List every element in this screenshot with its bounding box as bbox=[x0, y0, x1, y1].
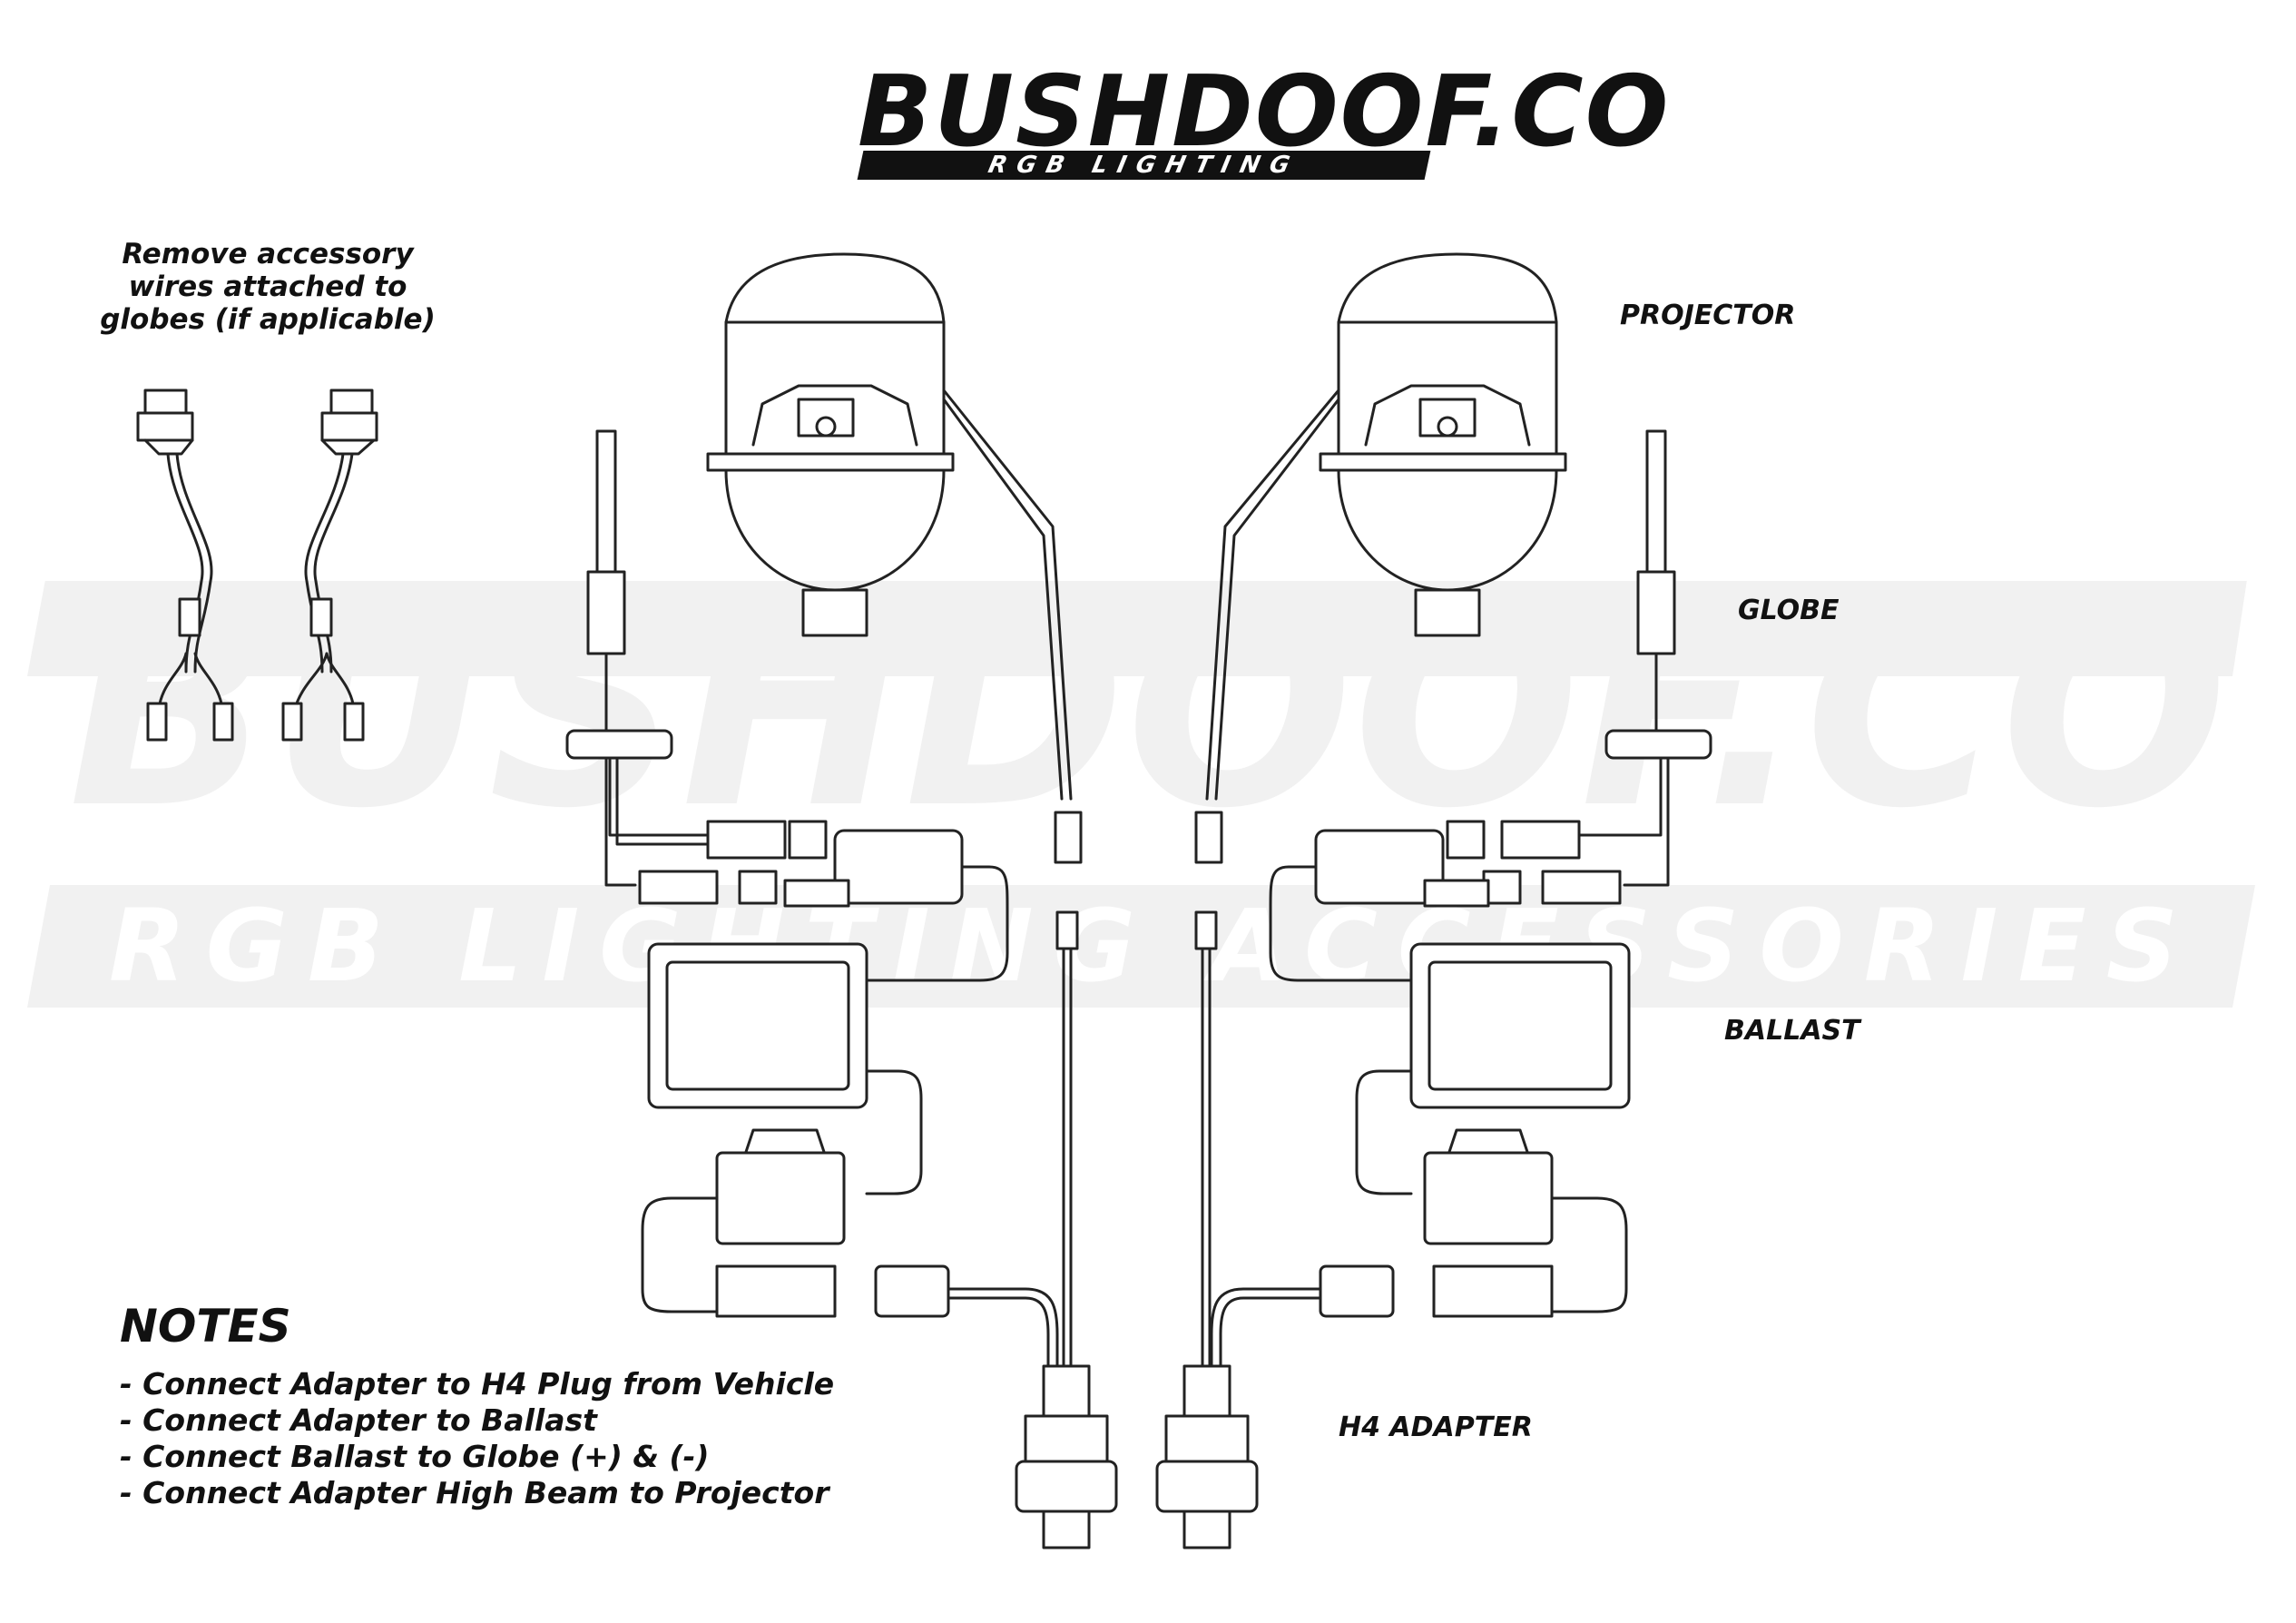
igniter-left bbox=[641, 1128, 1059, 1368]
ballast-connectors-left bbox=[638, 820, 1009, 982]
notes-item-4: - Connect Adapter High Beam to Projector bbox=[120, 1475, 829, 1510]
label-h4-adapter: H4 ADAPTER bbox=[1339, 1412, 1533, 1443]
remove-note-line-3: globes (if applicable) bbox=[100, 303, 436, 336]
accessory-harness-right bbox=[281, 389, 378, 742]
h4-adapter-right bbox=[1155, 910, 1259, 1549]
igniter-right bbox=[1210, 1128, 1628, 1368]
remove-note-line-1: Remove accessory bbox=[122, 238, 414, 270]
label-projector: PROJECTOR bbox=[1620, 300, 1796, 331]
projector-right bbox=[1194, 252, 1567, 864]
ballast-left bbox=[647, 942, 923, 1195]
notes-item-2: - Connect Adapter to Ballast bbox=[120, 1402, 597, 1438]
projector-left bbox=[706, 252, 1083, 864]
h4-adapter-left bbox=[1015, 910, 1118, 1549]
label-ballast: BALLAST bbox=[1724, 1015, 1860, 1047]
label-globe: GLOBE bbox=[1738, 595, 1840, 626]
ballast-connectors-right bbox=[1269, 820, 1622, 982]
notes-item-3: - Connect Ballast to Globe (+) & (-) bbox=[120, 1439, 710, 1474]
remove-note-line-2: wires attached to bbox=[128, 270, 407, 303]
watermark-tagline-band: RGB LIGHTING ACCESSORIES bbox=[27, 885, 2255, 1008]
notes-list: - Connect Adapter to H4 Plug from Vehicl… bbox=[120, 1366, 834, 1511]
accessory-harness-left bbox=[136, 389, 234, 742]
globe-right bbox=[1568, 429, 1712, 887]
globe-left bbox=[565, 429, 719, 887]
watermark-band bbox=[27, 581, 2247, 676]
notes-item-1: - Connect Adapter to H4 Plug from Vehicl… bbox=[120, 1366, 835, 1402]
notes-title: NOTES bbox=[120, 1300, 291, 1352]
ballast-right bbox=[1355, 942, 1631, 1195]
watermark: BUSHDOOF.CO bbox=[27, 581, 2247, 868]
remove-wires-note: Remove accessory wires attached to globe… bbox=[100, 238, 436, 336]
